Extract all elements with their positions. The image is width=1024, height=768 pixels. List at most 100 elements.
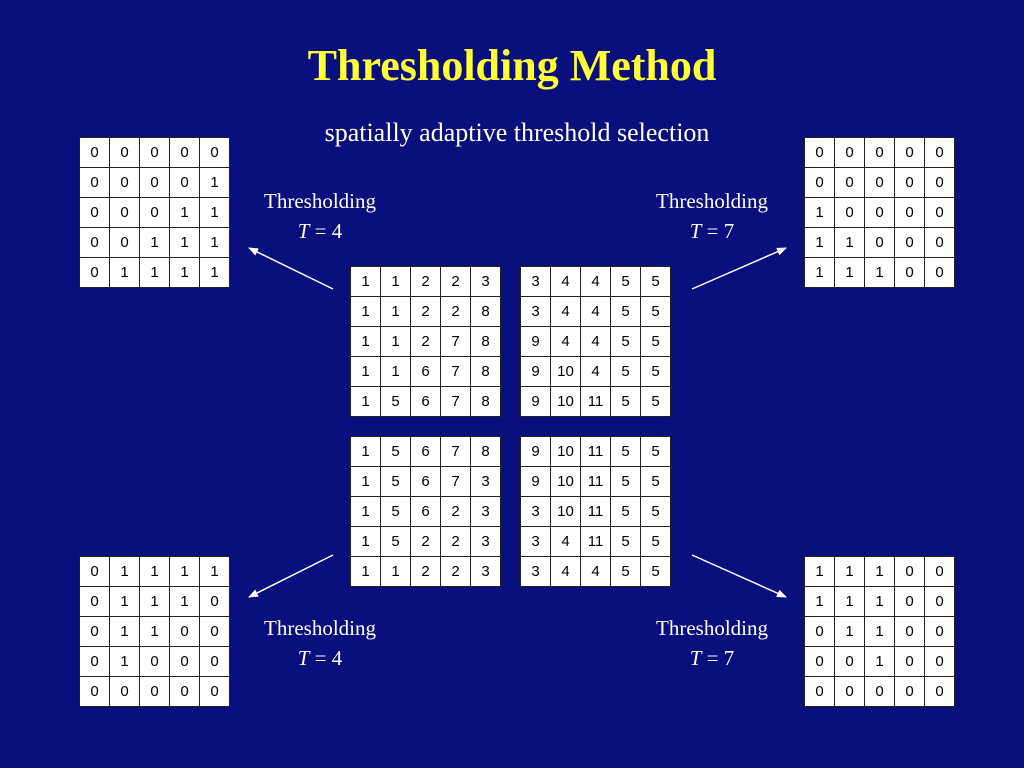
grid-cell: 0 [140, 138, 170, 168]
grid-cell: 9 [521, 437, 551, 467]
grid-cell: 0 [895, 677, 925, 707]
grid-cell: 0 [80, 138, 110, 168]
grid-cell: 1 [805, 587, 835, 617]
grid-cell: 1 [835, 617, 865, 647]
grid-cell: 0 [110, 168, 140, 198]
grid-cell: 9 [521, 467, 551, 497]
grid-cell: 1 [200, 258, 230, 288]
grid-cell: 5 [381, 437, 411, 467]
grid-cell: 0 [835, 138, 865, 168]
grid-cell: 5 [381, 467, 411, 497]
grid-cell: 0 [805, 168, 835, 198]
grid-cell: 8 [471, 387, 501, 417]
grid-cell: 2 [411, 297, 441, 327]
grid-cell: 2 [441, 497, 471, 527]
grid-cell: 5 [611, 527, 641, 557]
grid-cell: 1 [140, 557, 170, 587]
threshold-value: = 4 [309, 219, 343, 243]
grid-cell: 5 [641, 557, 671, 587]
grid-cell: 1 [805, 258, 835, 288]
grid-cell: 0 [200, 138, 230, 168]
grid-cell: 9 [521, 357, 551, 387]
grid-cell: 1 [865, 617, 895, 647]
grid-cell: 0 [805, 677, 835, 707]
grid-cell: 5 [611, 267, 641, 297]
grid-cell: 0 [895, 198, 925, 228]
grid-cell: 2 [411, 527, 441, 557]
grid-cell: 0 [170, 617, 200, 647]
grid-cell: 0 [925, 228, 955, 258]
grid-cell: 2 [411, 267, 441, 297]
grid-cell: 1 [865, 647, 895, 677]
threshold-label-bottom-left: Thresholding T = 4 [240, 613, 400, 673]
grid-cell: 0 [865, 677, 895, 707]
grid-cell: 2 [411, 557, 441, 587]
grid-cell: 6 [411, 437, 441, 467]
grid-cell: 5 [641, 327, 671, 357]
grid-cell: 1 [835, 587, 865, 617]
grid-cell: 6 [411, 387, 441, 417]
grid-cell: 5 [611, 327, 641, 357]
grid-cell: 1 [865, 587, 895, 617]
grid-cell: 7 [441, 437, 471, 467]
grid-cell: 5 [641, 357, 671, 387]
grid-cell: 5 [641, 467, 671, 497]
grid-cell: 4 [551, 557, 581, 587]
grid-cell: 1 [381, 327, 411, 357]
grid-cell: 5 [611, 387, 641, 417]
threshold-variable: T [689, 646, 702, 670]
grid-cell: 1 [110, 587, 140, 617]
grid-cell: 9 [521, 327, 551, 357]
grid-cell: 1 [170, 587, 200, 617]
grid-cell: 0 [110, 198, 140, 228]
grid-cell: 5 [611, 357, 641, 387]
grid-cell: 1 [110, 258, 140, 288]
grid-cell: 5 [381, 387, 411, 417]
grid-cell: 1 [140, 587, 170, 617]
arrow-top-right [691, 247, 787, 290]
grid-cell: 1 [110, 647, 140, 677]
grid-cell: 0 [865, 198, 895, 228]
threshold-label-top-left: Thresholding T = 4 [240, 186, 400, 246]
grid-cell: 0 [170, 168, 200, 198]
grid-cell: 0 [895, 228, 925, 258]
grid-cell: 3 [471, 467, 501, 497]
grid-cell: 1 [351, 327, 381, 357]
grid-cell: 3 [471, 267, 501, 297]
grid-cell: 0 [80, 587, 110, 617]
grid-cell: 11 [581, 467, 611, 497]
grid-cell: 1 [805, 198, 835, 228]
grid-cell: 11 [581, 437, 611, 467]
grid-cell: 4 [581, 357, 611, 387]
grid-cell: 0 [80, 557, 110, 587]
grid-cell: 7 [441, 327, 471, 357]
grid-cell: 0 [80, 647, 110, 677]
threshold-label-text: Thresholding [264, 189, 376, 213]
grid-cell: 0 [805, 617, 835, 647]
grid-cell: 0 [925, 168, 955, 198]
grid-cell: 4 [581, 267, 611, 297]
grid-cell: 0 [895, 258, 925, 288]
grid-cell: 0 [200, 587, 230, 617]
grid-cell: 10 [551, 387, 581, 417]
grid-cell: 5 [641, 297, 671, 327]
grid-cell: 11 [581, 527, 611, 557]
grid-cell: 7 [441, 467, 471, 497]
grid-cell: 5 [611, 557, 641, 587]
grid-cell: 4 [551, 327, 581, 357]
grid-cell: 2 [441, 557, 471, 587]
grid-cell: 0 [895, 557, 925, 587]
threshold-label-text: Thresholding [656, 616, 768, 640]
grid-cell: 10 [551, 497, 581, 527]
grid-cell: 1 [865, 557, 895, 587]
grid-cell: 10 [551, 437, 581, 467]
grid-cell: 4 [581, 557, 611, 587]
grid-cell: 0 [200, 677, 230, 707]
grid-cell: 0 [140, 677, 170, 707]
grid-cell: 0 [925, 587, 955, 617]
grid-cell: 8 [471, 437, 501, 467]
grid-cell: 0 [80, 168, 110, 198]
grid-cell: 11 [581, 497, 611, 527]
